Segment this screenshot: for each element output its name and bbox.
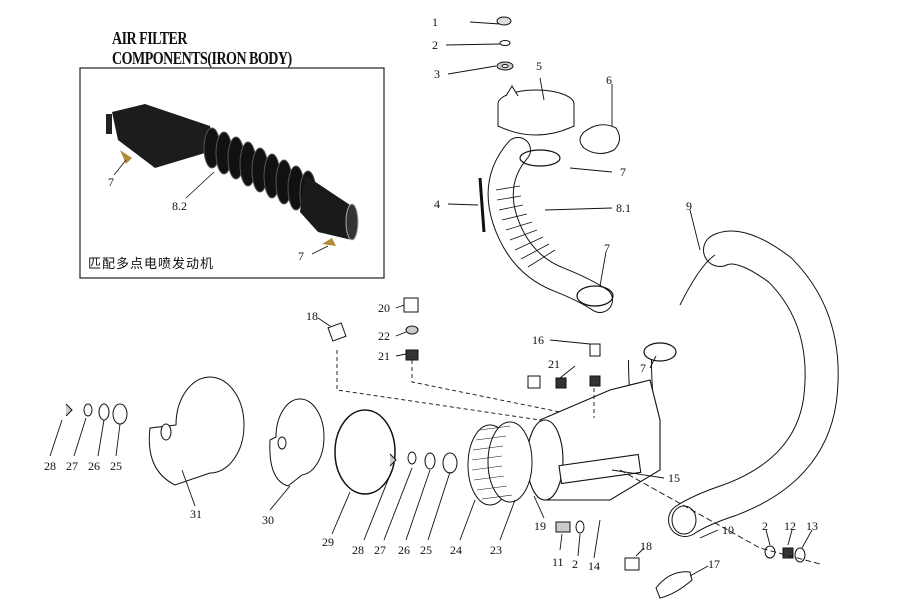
inset-label: 7 (298, 249, 304, 263)
callout: 17 (708, 557, 720, 571)
callout: 28 (352, 543, 364, 557)
top-fasteners (496, 16, 514, 71)
callout: 30 (262, 513, 274, 527)
inset-caption: 匹配多点电喷发动机 (88, 257, 215, 272)
callout: 13 (806, 519, 818, 533)
callout: 29 (322, 535, 334, 549)
callout: 25 (420, 543, 432, 557)
callout: 2 (762, 519, 768, 533)
callout: 21 (378, 349, 390, 363)
callout: 2 (572, 557, 578, 571)
callout: 21 (548, 357, 560, 371)
air-hose-photo (106, 104, 359, 246)
callout: 20 (378, 301, 390, 315)
inset-label: 7 (108, 175, 114, 189)
callout: 18 (306, 309, 318, 323)
callout: 31 (190, 507, 202, 521)
callout: 7 (640, 361, 646, 375)
callout: 5 (536, 59, 542, 73)
callout: 2 (432, 38, 438, 52)
callout: 25 (110, 459, 122, 473)
callout: 6 (606, 73, 612, 87)
callout: 23 (490, 543, 502, 557)
filter-cap (497, 85, 575, 136)
inset-label: 8.2 (172, 199, 187, 213)
callout: 27 (66, 459, 78, 473)
callout: 4 (434, 197, 440, 211)
callout: 7 (604, 241, 610, 255)
callout: 24 (450, 543, 462, 557)
callout: 12 (784, 519, 796, 533)
filter-element (467, 421, 533, 506)
diagram-title: AIR FILTER COMPONENTS(IRON BODY) (112, 30, 292, 69)
callout: 19 (534, 519, 546, 533)
callout: 28 (44, 459, 56, 473)
callout: 11 (552, 555, 564, 569)
callout: 16 (532, 333, 544, 347)
callout: 7 (620, 165, 626, 179)
callout: 9 (686, 199, 692, 213)
callout: 8.1 (616, 201, 631, 215)
callout: 26 (398, 543, 410, 557)
filter-housing (526, 379, 661, 501)
callout: 18 (640, 539, 652, 553)
callout: 15 (668, 471, 680, 485)
callout: 26 (88, 459, 100, 473)
callout: 14 (588, 559, 600, 573)
callout: 27 (374, 543, 386, 557)
callout: 3 (434, 67, 440, 81)
callout: 10 (722, 523, 734, 537)
callout: 22 (378, 329, 390, 343)
callout: 1 (432, 15, 438, 29)
